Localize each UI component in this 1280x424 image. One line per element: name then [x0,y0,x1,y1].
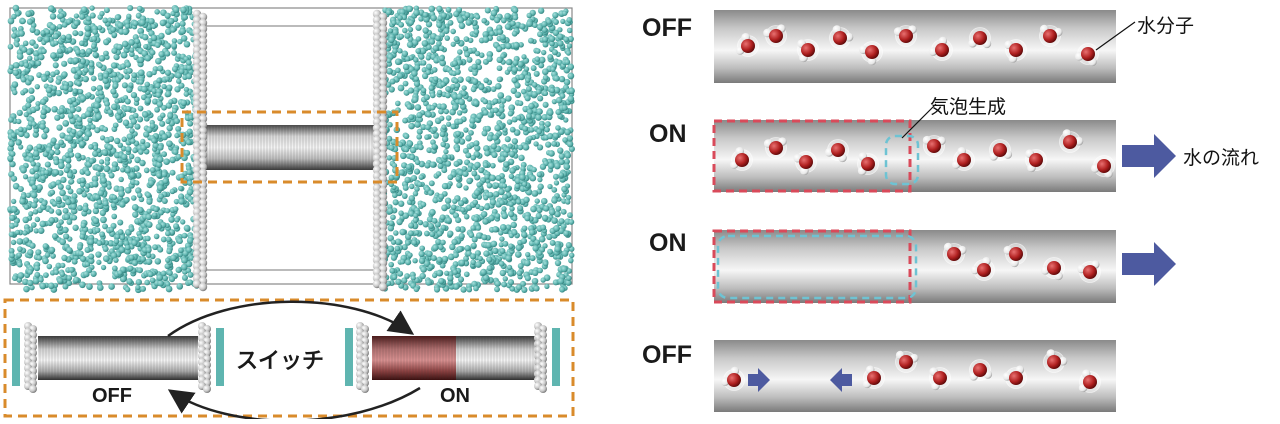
water-molecule [862,365,885,389]
water-molecule [1059,129,1084,153]
small-arrow-right [748,368,770,392]
water-molecule [1077,260,1101,283]
right-panel-svg [712,10,1176,412]
leader-water-molecule [1095,21,1136,51]
simulation-svg [7,4,575,294]
nanotube-lattice [206,126,376,169]
water-reservoir-left [7,4,202,294]
water-molecule [857,152,879,176]
small-arrow-left [830,368,852,392]
annotation-water-flow: 水の流れ [1183,147,1260,169]
simulation-box [0,0,590,300]
state-label-row-3: ON [649,229,687,257]
switch-diagram-svg [3,298,575,422]
water-molecule [763,137,787,159]
water-molecule [720,366,745,391]
water-molecule [1091,155,1115,179]
water-molecule [735,33,759,57]
switch-on-label: ON [440,385,470,407]
water-molecule [797,39,819,63]
graphene-wall-left [192,9,208,292]
water-molecule [951,147,975,171]
water-molecule [929,367,951,391]
flow-arrow-row-2 [1122,134,1176,178]
water-molecule [969,359,993,381]
water-molecule [968,27,992,49]
water-molecule [989,139,1013,161]
water-molecule [793,151,817,176]
on-region-row-2 [712,119,912,193]
water-molecule [895,350,919,373]
water-molecule [922,135,946,157]
graphene-wall-right [372,9,388,292]
water-molecule [829,25,854,49]
water-molecule [1039,24,1063,47]
annotation-bubble-generation: 気泡生成 [930,96,1007,118]
water-molecule [1075,43,1099,67]
nanotube [205,125,377,170]
switch-dashed-border [3,298,575,418]
water-molecule [970,257,995,281]
state-label-row-1: OFF [642,14,692,42]
water-molecule [1002,365,1027,389]
state-label-row-2: ON [649,120,687,148]
tube-row-4 [714,340,1116,412]
tube-on [456,336,538,380]
switch-diagram: スイッチ OFF ON [0,296,590,422]
water-molecule [1041,257,1065,281]
leader-bubble [901,103,937,139]
water-molecule [928,36,953,61]
arrow-on-to-off [167,386,421,422]
bubble-row-2 [884,134,920,186]
tube-on-red-section [372,336,456,380]
right-panel: OFF ON ON OFF 水分子 気泡生成 水の流れ [630,0,1280,419]
water-molecule [729,147,753,171]
water-strip [552,328,560,386]
annotation-water-molecule: 水分子 [1137,15,1195,37]
water-molecule [1078,369,1101,393]
water-molecule [1004,39,1027,63]
water-molecule [1025,149,1047,173]
water-molecule [1003,243,1027,268]
water-molecule [763,24,787,47]
state-label-row-4: OFF [642,341,692,369]
switch-label: スイッチ [236,349,325,374]
zoom-selection-box [180,110,399,184]
flow-arrow-row-3 [1122,242,1176,286]
water-strip [345,328,353,386]
water-strip [216,328,224,386]
arrow-off-to-on [167,300,415,338]
bubble-row-3 [716,234,918,300]
water-molecule [825,139,849,163]
water-molecule [1043,349,1068,373]
water-molecule [893,25,917,47]
water-strip [12,328,20,386]
water-reservoir-right [378,5,575,293]
switch-off-label: OFF [92,385,132,407]
tube-off [38,336,198,380]
on-region-row-3 [712,229,912,304]
water-molecule [859,41,883,66]
water-molecule [943,242,967,265]
